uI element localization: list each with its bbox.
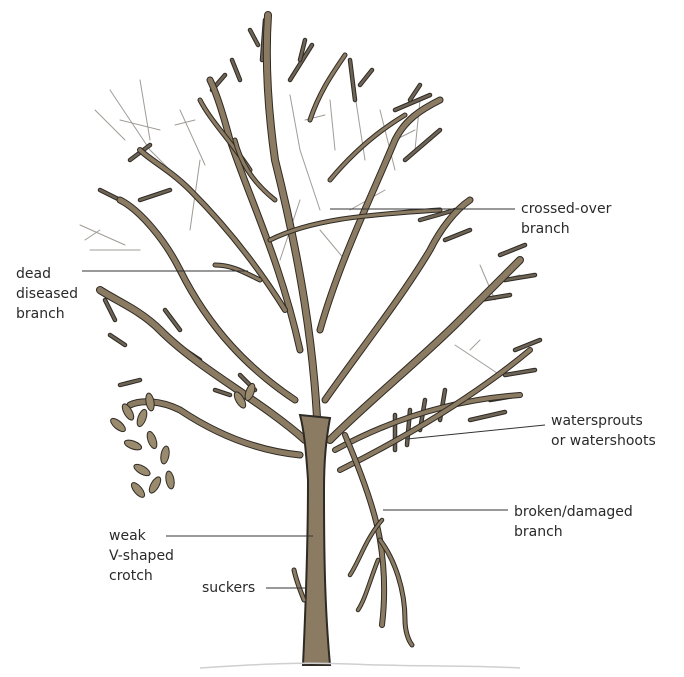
label-suckers: suckers — [202, 578, 255, 598]
leaf-5 — [145, 430, 159, 450]
dead-twig-20 — [455, 345, 500, 375]
tree-twigs — [100, 20, 540, 450]
dead-twig-13 — [320, 230, 345, 260]
twig-15 — [445, 230, 470, 240]
twig-1 — [250, 30, 258, 45]
dead-twig-6 — [290, 95, 320, 210]
dead-twig-8 — [330, 100, 335, 150]
ground-line — [200, 663, 520, 668]
dead-twig-23 — [415, 100, 420, 150]
twig-24 — [110, 335, 125, 345]
dead-twig-0 — [110, 90, 175, 175]
dead-twig-2 — [140, 80, 150, 140]
tree-branches — [100, 15, 530, 470]
leaf-2 — [135, 408, 149, 428]
leaf-7 — [132, 462, 152, 478]
dead-twig-1 — [120, 120, 160, 130]
twig-16 — [500, 245, 525, 255]
label-crossed-over-branch: crossed-over branch — [521, 199, 611, 239]
sucker — [294, 570, 304, 600]
twig-22 — [470, 412, 505, 420]
broken-limb-twig-a — [358, 560, 378, 610]
leaf-8 — [129, 481, 147, 500]
dead-twig-21 — [470, 340, 480, 350]
leaf-9 — [147, 475, 163, 495]
leaf-4 — [123, 438, 143, 452]
leaf-3 — [144, 392, 155, 411]
dead-twig-3 — [180, 110, 205, 165]
label-dead-diseased-branch: dead diseased branch — [16, 264, 78, 324]
branch-8 — [325, 200, 470, 400]
leaf-6 — [159, 445, 170, 464]
dead-twig-5 — [95, 110, 125, 140]
dead-twig-15 — [80, 225, 125, 245]
label-watersprouts: watersprouts or watershoots — [551, 411, 656, 451]
label-weak-v-crotch: weak V-shaped crotch — [109, 526, 174, 586]
twig-23 — [105, 300, 115, 320]
twig-6 — [232, 60, 240, 80]
twig-12 — [140, 190, 170, 200]
twig-10 — [405, 130, 440, 160]
twig-5 — [360, 70, 372, 85]
label-broken-damaged-branch: broken/damaged branch — [514, 502, 633, 542]
leader-line-watersprouts — [407, 425, 545, 439]
ground-curve — [200, 663, 520, 668]
broken-damaged-branch — [345, 435, 412, 645]
trunk-body — [300, 415, 330, 665]
leaf-10 — [164, 470, 175, 489]
dead-twig-17 — [85, 230, 100, 240]
leaf-1 — [109, 416, 128, 434]
twig-26 — [165, 310, 180, 330]
